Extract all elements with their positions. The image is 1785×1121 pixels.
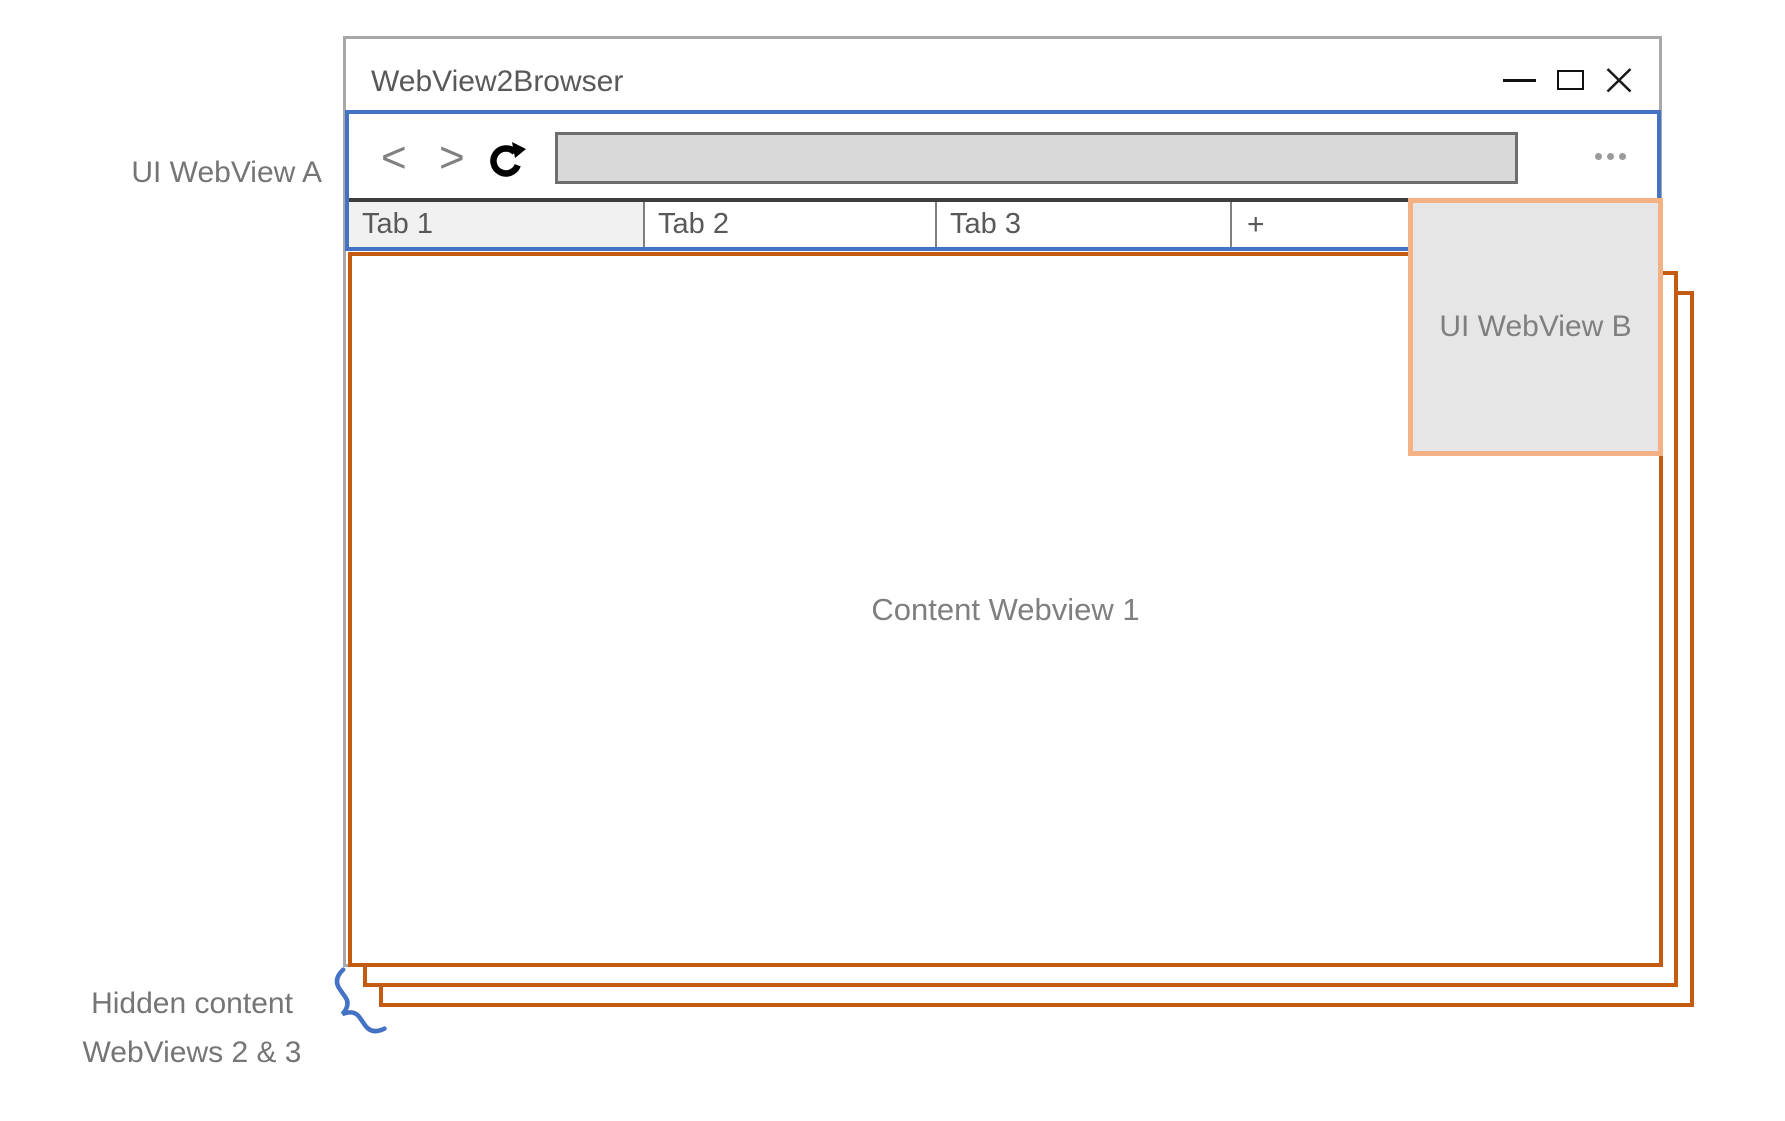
title-bar: WebView2Browser [346,39,1659,113]
navigation-toolbar: < > [349,114,1657,198]
tab-2[interactable]: Tab 2 [645,202,937,247]
reload-icon [490,142,526,177]
reload-button[interactable] [488,142,526,178]
tab-3[interactable]: Tab 3 [937,202,1232,247]
back-button[interactable]: < [381,133,407,182]
content-webview-label: Content Webview 1 [871,591,1140,627]
ui-webview-b-label: UI WebView B [1439,310,1632,343]
maximize-button[interactable] [1557,70,1584,90]
tab-label: Tab 3 [950,208,1021,240]
ui-webview-a-annotation: UI WebView A [131,156,322,189]
ellipsis-icon [1595,153,1602,160]
minimize-button[interactable] [1503,78,1536,82]
brace-annotation-icon [334,967,387,1034]
hidden-webviews-annotation: Hidden content WebViews 2 & 3 [56,979,328,1077]
ui-webview-a: < > Tab 1 Tab 2 Tab 3 + [345,110,1661,251]
tab-label: Tab 2 [658,208,729,240]
tab-1[interactable]: Tab 1 [349,202,645,247]
plus-icon: + [1247,207,1265,241]
tab-label: Tab 1 [362,208,433,240]
window-controls [1503,39,1633,113]
forward-button[interactable]: > [439,133,465,182]
hidden-webviews-annotation-line2: WebViews 2 & 3 [82,1036,302,1069]
close-icon [1606,67,1632,92]
window-title: WebView2Browser [371,65,624,98]
more-menu-button[interactable] [1595,153,1626,160]
hidden-webviews-annotation-line1: Hidden content [91,987,293,1020]
minimize-icon [1503,78,1536,82]
maximize-icon [1557,70,1584,90]
address-bar[interactable] [555,132,1518,184]
ui-webview-b: UI WebView B [1408,198,1663,456]
close-button[interactable] [1605,67,1633,94]
